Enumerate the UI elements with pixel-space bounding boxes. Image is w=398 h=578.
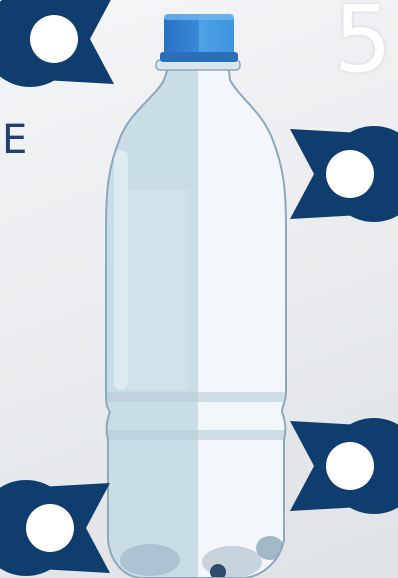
- cap-marker: [0, 0, 114, 87]
- side-letter: E: [2, 120, 27, 160]
- location-pin-icon: [290, 126, 398, 222]
- bottle-cap: [160, 14, 238, 62]
- water-bottle: [100, 60, 290, 578]
- base-marker: [0, 480, 110, 576]
- body-upper-marker: [290, 126, 398, 222]
- body-lower-marker: [290, 418, 398, 514]
- location-pin-icon: [0, 0, 114, 87]
- location-pin-icon: [290, 418, 398, 514]
- slide-number: 5: [333, 0, 392, 86]
- location-pin-icon: [0, 480, 110, 576]
